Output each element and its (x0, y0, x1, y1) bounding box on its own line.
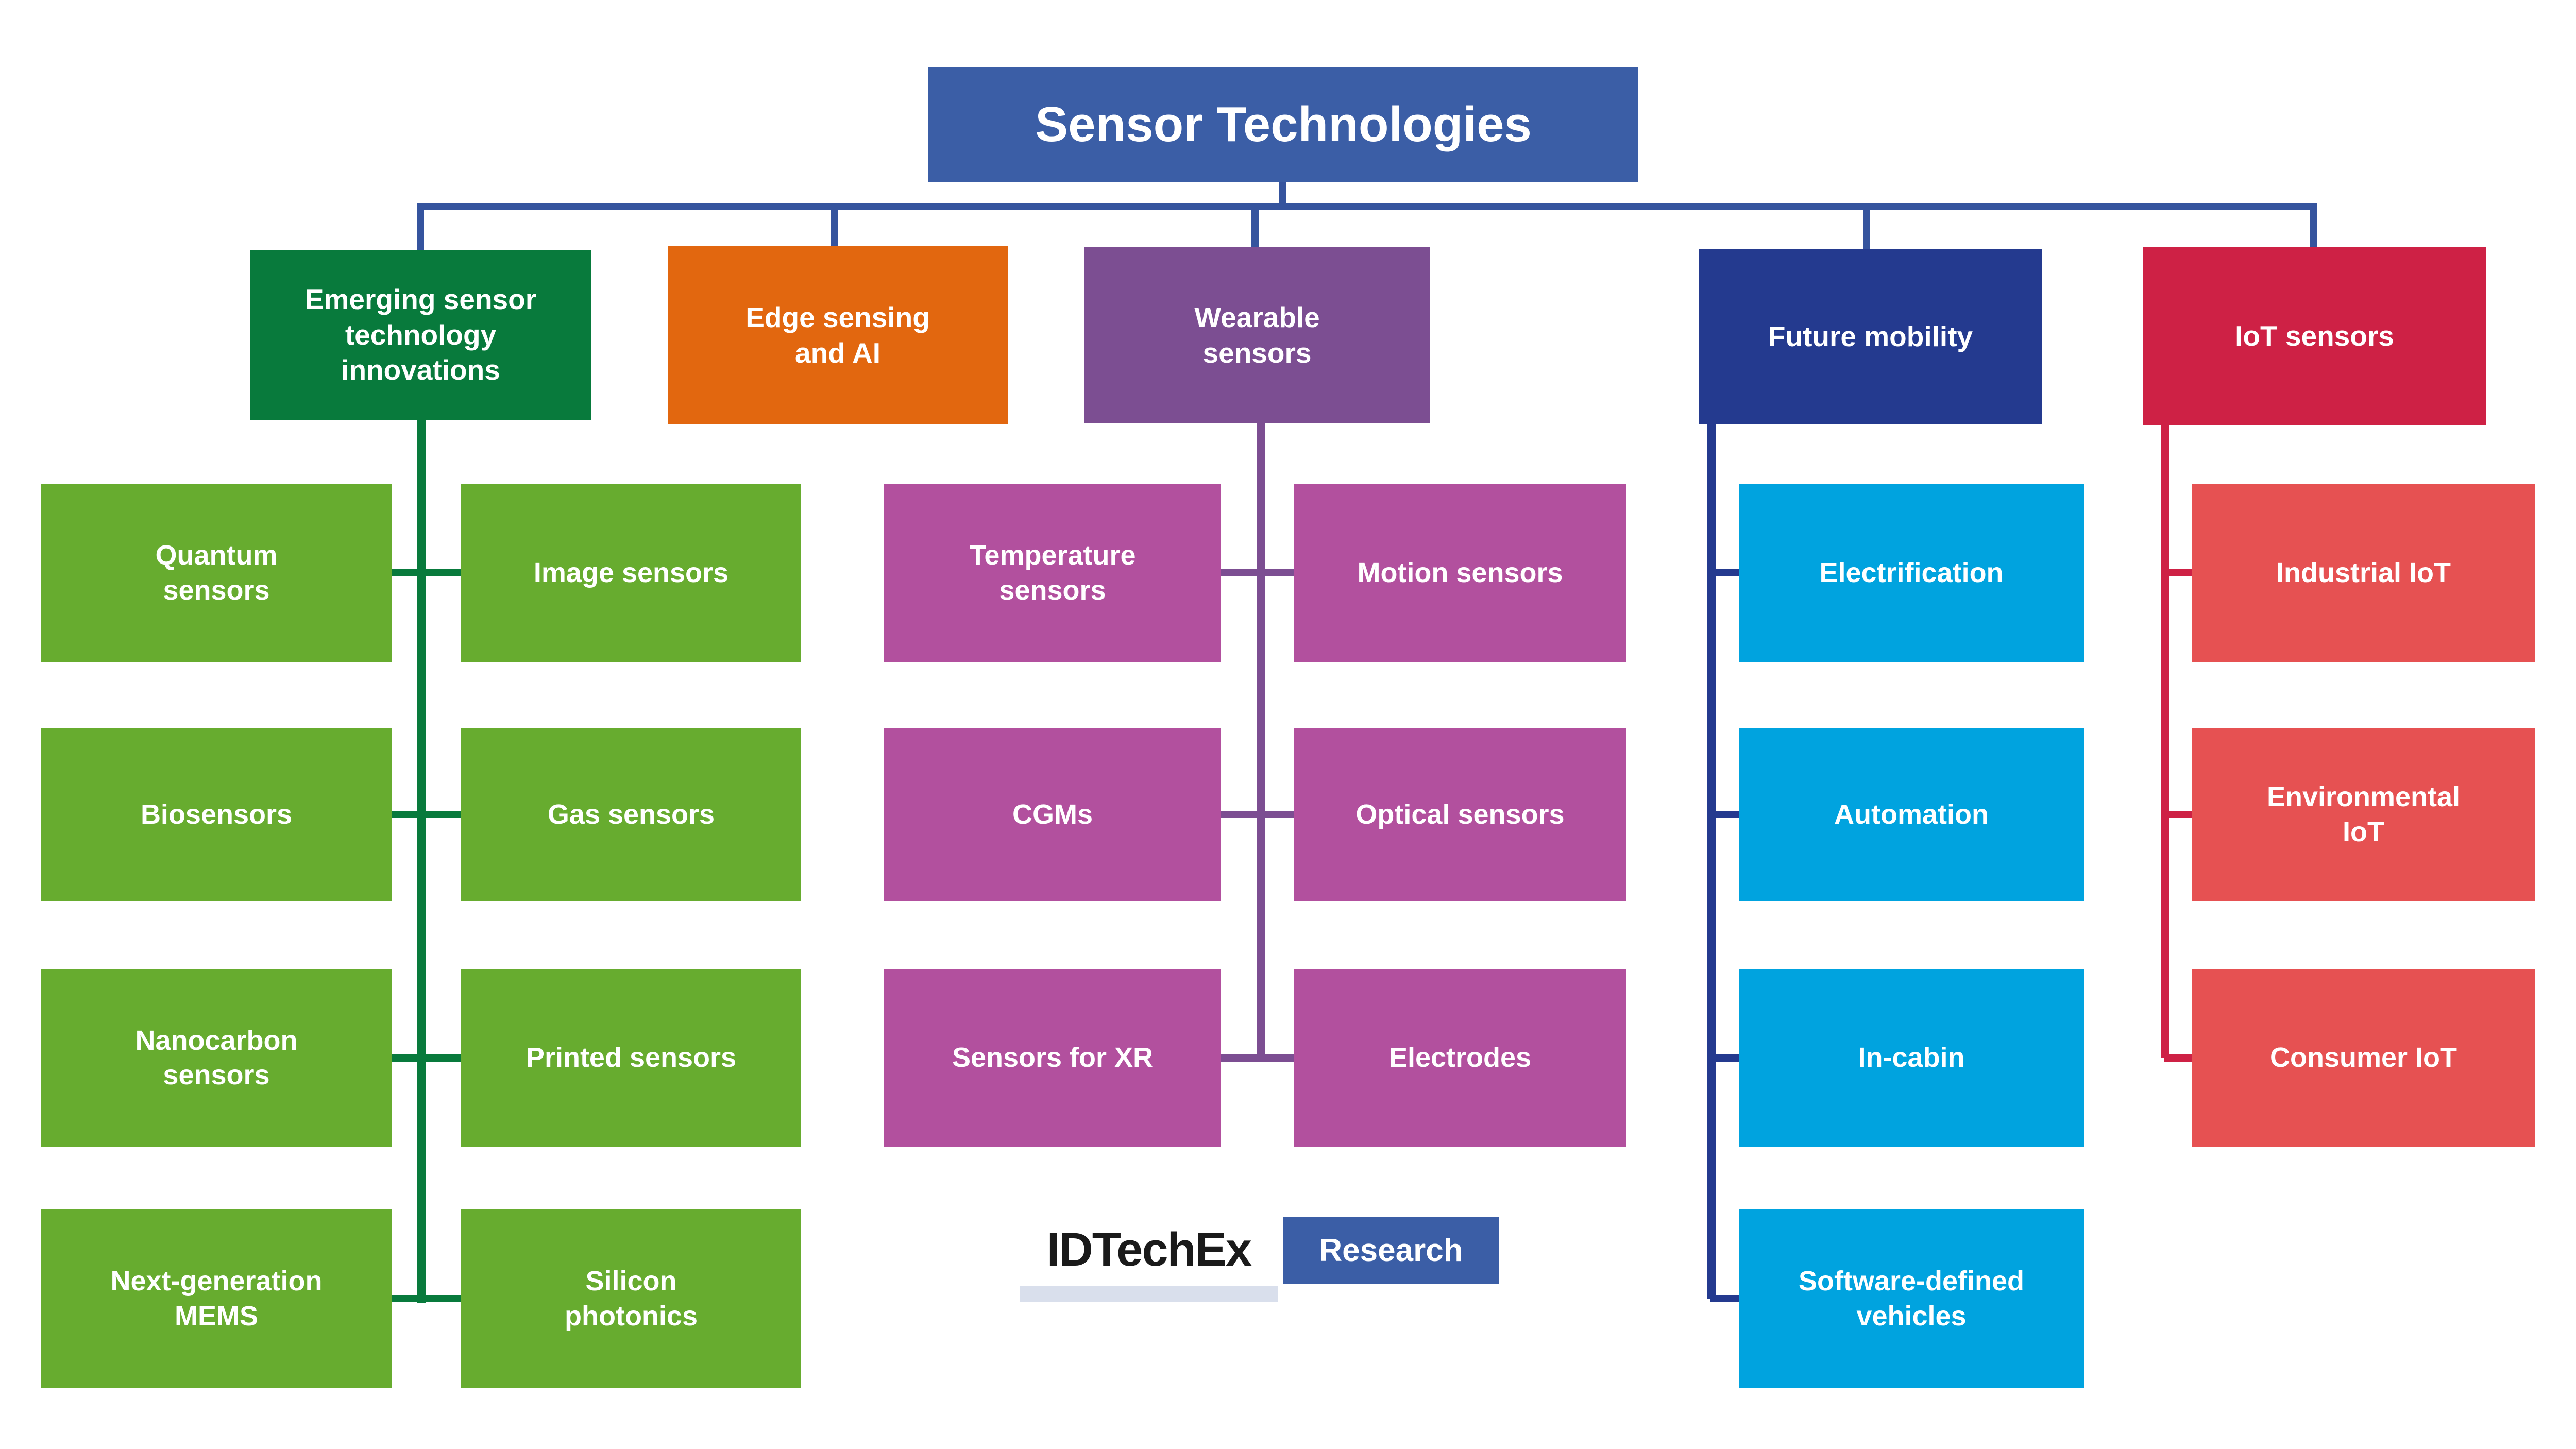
child-box-optical-sensors: Optical sensors (1294, 728, 1626, 901)
child-box-software-defined-vehicles: Software-defined vehicles (1739, 1209, 2084, 1388)
connector-purple-stub-2 (1220, 811, 1297, 818)
child-box-sensors-for-xr: Sensors for XR (884, 969, 1221, 1147)
connector-mobility-trunk (1707, 423, 1716, 1299)
connector-purple-stub-1 (1220, 569, 1297, 576)
connector-purple-stub-3 (1220, 1054, 1297, 1062)
idtechex-research-badge: Research (1283, 1217, 1499, 1284)
connector-green-trunk (417, 419, 426, 1303)
child-box-biosensors: Biosensors (41, 728, 392, 901)
connector-iot-stub-1 (2164, 569, 2195, 576)
connector-green-stub-4 (389, 1295, 464, 1302)
connector-mobility-stub-2 (1710, 811, 1741, 818)
child-box-quantum-sensors: Quantum sensors (41, 484, 392, 662)
connector-purple-trunk (1257, 422, 1265, 1058)
section-box-wearable-sensors: Wearable sensors (1084, 247, 1430, 423)
idtechex-logo-text: IDTechEx (1046, 1223, 1252, 1276)
child-box-silicon-photonics: Silicon photonics (461, 1209, 801, 1388)
idtechex-logo-underline (1020, 1286, 1278, 1302)
connector-mobility-stub-1 (1710, 569, 1741, 576)
child-box-image-sensors: Image sensors (461, 484, 801, 662)
child-box-environmental-iot: Environmental IoT (2192, 728, 2535, 901)
connector-iot-trunk (2161, 424, 2169, 1058)
title-box: Sensor Technologies (928, 67, 1638, 182)
connector-bus (420, 203, 2313, 210)
connector-mobility-stub-4 (1710, 1295, 1741, 1302)
child-box-nanocarbon-sensors: Nanocarbon sensors (41, 969, 392, 1147)
connector-drop-mobility (1863, 203, 1870, 251)
connector-drop-emerging (417, 203, 424, 252)
connector-drop-wearable (1251, 203, 1259, 249)
connector-iot-stub-2 (2164, 811, 2195, 818)
connector-drop-edge (831, 203, 838, 248)
child-box-printed-sensors: Printed sensors (461, 969, 801, 1147)
child-box-consumer-iot: Consumer IoT (2192, 969, 2535, 1147)
connector-mobility-stub-3 (1710, 1054, 1741, 1062)
child-box-electrification: Electrification (1739, 484, 2084, 662)
child-box-temperature-sensors: Temperature sensors (884, 484, 1221, 662)
connector-green-stub-2 (389, 811, 464, 818)
section-box-emerging-sensor-technology: Emerging sensor technology innovations (250, 250, 591, 420)
child-box-cgms: CGMs (884, 728, 1221, 901)
child-box-industrial-iot: Industrial IoT (2192, 484, 2535, 662)
connector-drop-iot (2310, 203, 2317, 249)
child-box-automation: Automation (1739, 728, 2084, 901)
section-box-iot-sensors: IoT sensors (2143, 247, 2486, 425)
child-box-electrodes: Electrodes (1294, 969, 1626, 1147)
connector-green-stub-3 (389, 1054, 464, 1062)
child-box-motion-sensors: Motion sensors (1294, 484, 1626, 662)
connector-green-stub-1 (389, 569, 464, 576)
section-box-future-mobility: Future mobility (1699, 249, 2042, 424)
child-box-gas-sensors: Gas sensors (461, 728, 801, 901)
section-box-edge-sensing-and-ai: Edge sensing and AI (668, 246, 1008, 424)
connector-iot-stub-3 (2164, 1054, 2195, 1062)
child-box-next-generation-mems: Next-generation MEMS (41, 1209, 392, 1388)
connector-title-drop (1279, 181, 1286, 205)
child-box-in-cabin: In-cabin (1739, 969, 2084, 1147)
